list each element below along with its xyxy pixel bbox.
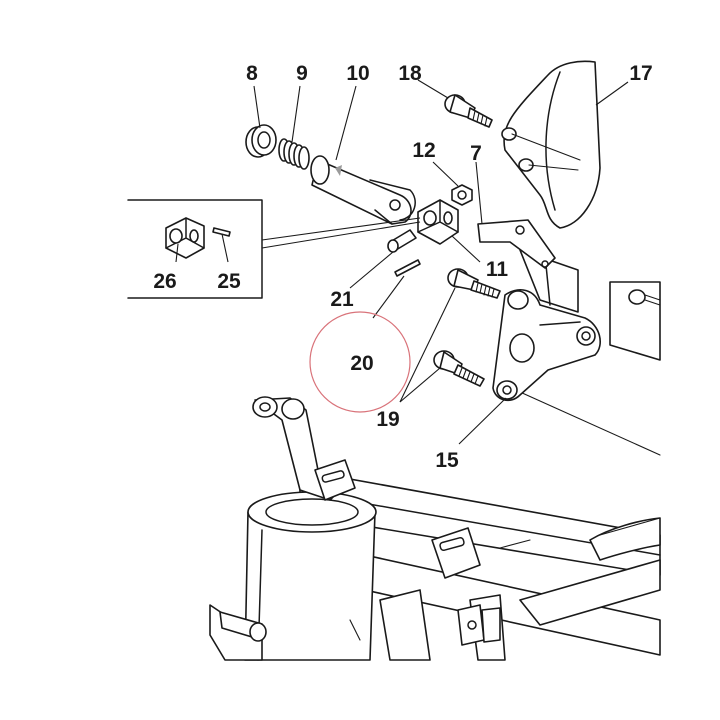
- callout-11: 11: [486, 258, 509, 281]
- callout-26: 26: [153, 270, 176, 293]
- pivot-block: [417, 199, 459, 245]
- footpeg-parts: [245, 124, 416, 225]
- footrest-bracket: [477, 219, 601, 402]
- leader-lines: [175, 79, 629, 445]
- callout-9: 9: [296, 62, 308, 85]
- callout-numbers: 8 9 10 18 17 12 7 11 21 20 19 15 26 25: [153, 62, 652, 472]
- callout-17: 17: [629, 62, 652, 85]
- callout-12: 12: [412, 139, 435, 162]
- callout-10: 10: [346, 62, 369, 85]
- frame-assembly: [209, 391, 661, 661]
- callout-15: 15: [435, 449, 459, 472]
- pin-21: [387, 229, 417, 253]
- callout-21: 21: [330, 288, 354, 311]
- callout-20: 20: [350, 352, 373, 375]
- callout-25: 25: [217, 270, 241, 293]
- rear-bolt: [609, 281, 661, 361]
- callout-19: 19: [376, 408, 399, 431]
- side-panel: [501, 60, 601, 229]
- callout-7: 7: [470, 142, 482, 165]
- highlight-circle: [309, 311, 411, 413]
- pin-25: [212, 227, 231, 237]
- split-pin-20: [394, 259, 421, 277]
- bolt-19-lower: [433, 350, 485, 387]
- nut-12: [451, 184, 473, 206]
- callout-8: 8: [246, 62, 258, 85]
- bolt-18: [444, 94, 493, 128]
- bracket-26: [165, 217, 205, 259]
- spring: [278, 138, 310, 170]
- bolt-19-upper: [447, 268, 501, 299]
- callout-18: 18: [398, 62, 422, 85]
- detail-inset: [127, 199, 421, 299]
